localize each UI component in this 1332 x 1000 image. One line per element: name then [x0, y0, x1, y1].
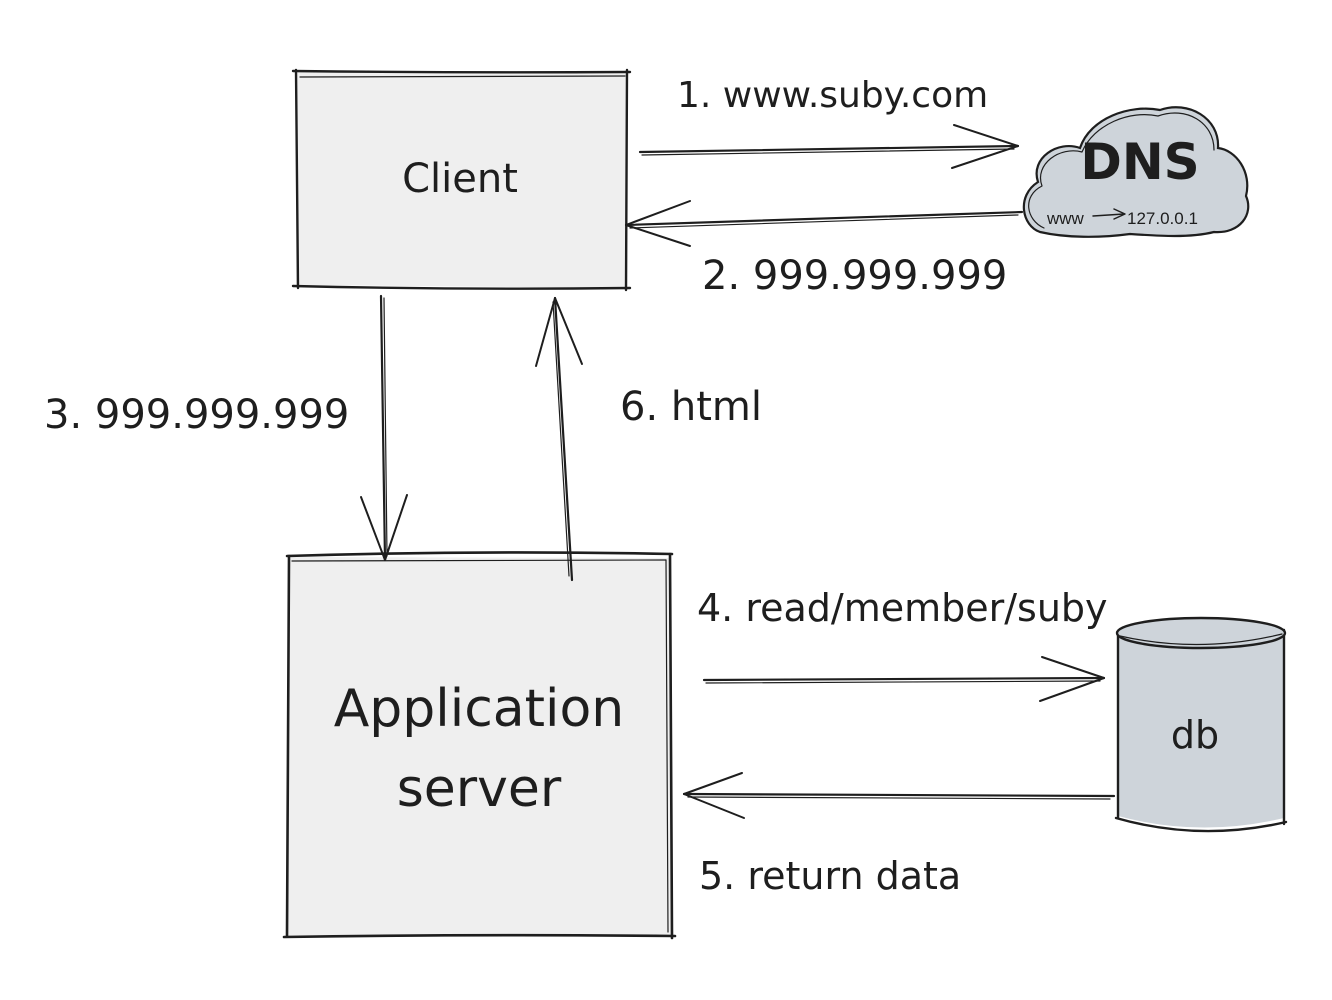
arrow-dns-to-client [624, 200, 1024, 247]
dns-label: DNS [1080, 133, 1199, 191]
app-server-box [287, 557, 671, 936]
step4-label: 4. read/member/suby [697, 586, 1108, 630]
dns-cloud [1022, 106, 1250, 238]
arrow-client-to-server [360, 294, 408, 562]
app-server-label-line1: Application [334, 679, 625, 739]
step1-label: 1. www.suby.com [677, 75, 988, 116]
step5-label: 5. return data [699, 854, 961, 898]
step2-label: 2. 999.999.999 [702, 253, 1007, 299]
db-label: db [1171, 713, 1219, 757]
client-node: Client [291, 68, 632, 292]
arrow-client-to-dns [638, 124, 1020, 169]
dns-record-from: www [1046, 209, 1085, 228]
dns-record-to: 127.0.0.1 [1127, 209, 1198, 228]
dns-record-arrow-icon [1092, 208, 1126, 220]
arrow-db-to-server [682, 772, 1116, 819]
arrow-server-to-client [535, 296, 583, 582]
step3-label: 3. 999.999.999 [44, 392, 349, 438]
db-top [1115, 616, 1287, 650]
db-cylinder [1118, 623, 1284, 828]
client-label: Client [402, 156, 518, 202]
app-server-node: Application server [282, 551, 677, 940]
arrow-server-to-db [702, 656, 1106, 702]
app-server-label-line2: server [397, 759, 562, 819]
db-node: db [1114, 616, 1288, 833]
dns-node: DNS www 127.0.0.1 [1022, 106, 1250, 238]
client-box [296, 72, 628, 288]
step6-label: 6. html [620, 384, 762, 430]
